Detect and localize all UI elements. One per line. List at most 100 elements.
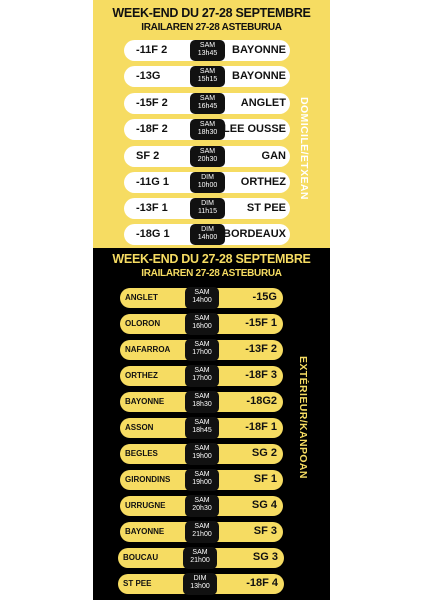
match-time: 17h00 — [192, 375, 212, 382]
match-category: -18G2 — [246, 395, 277, 407]
match-opponent: BOUCAU — [123, 553, 159, 562]
match-opponent: URRUGNE — [125, 501, 166, 510]
match-category: -15F 2 — [136, 97, 168, 109]
match-category: -13G — [136, 70, 161, 82]
match-time: 17h00 — [192, 349, 212, 356]
match-opponent: GAN — [261, 150, 286, 162]
match-time: 20h30 — [197, 156, 218, 163]
match-day: DIM — [201, 200, 214, 207]
match-time: 18h30 — [192, 401, 212, 408]
match-day: SAM — [199, 68, 216, 75]
match-opponent: ST PEE — [246, 202, 286, 214]
match-category: -18G 1 — [136, 228, 170, 240]
match-category: -11G 1 — [136, 176, 170, 188]
match-category: -15G — [252, 291, 277, 303]
home-subtitle: IRAILAREN 27-28 ASTEBURUA — [141, 22, 282, 33]
match-category: SG 4 — [251, 499, 277, 511]
match-time: 20h30 — [192, 505, 212, 512]
match-opponent: BORDEAUX — [223, 228, 286, 240]
match-category: SG 3 — [252, 551, 278, 563]
match-category: -18F 2 — [136, 123, 168, 135]
match-opponent: BAYONNE — [232, 70, 286, 82]
match-time: 13h45 — [197, 50, 218, 57]
match-category: -15F 1 — [245, 317, 277, 329]
match-time: 10h00 — [197, 182, 218, 189]
match-day: SAM — [199, 95, 216, 102]
match-category: -18F 4 — [246, 577, 278, 589]
match-day: DIM — [193, 575, 207, 582]
match-opponent: BEGLES — [125, 449, 158, 458]
match-day: SAM — [194, 367, 210, 374]
match-opponent: NAFARROA — [125, 345, 171, 354]
match-day: SAM — [194, 419, 210, 426]
match-day: SAM — [194, 523, 210, 530]
match-opponent: ANGLET — [240, 97, 286, 109]
match-category: -13F 2 — [245, 343, 277, 355]
match-time: 21h00 — [190, 557, 210, 564]
match-category: -18F 1 — [245, 421, 277, 433]
match-day: SAM — [194, 471, 210, 478]
home-side-label: DOMICILE/ETXEAN — [298, 97, 310, 200]
match-opponent: ORTHEZ — [125, 371, 158, 380]
match-opponent: OLORON — [125, 319, 161, 328]
match-category: SG 2 — [251, 447, 277, 459]
match-category: -11F 2 — [136, 44, 168, 56]
match-opponent: ST PEE — [123, 579, 152, 588]
match-opponent: GIRONDINS — [125, 475, 171, 484]
match-opponent: LEE OUSSE — [223, 123, 286, 135]
away-subtitle: IRAILAREN 27-28 ASTEBURUA — [141, 268, 282, 279]
match-time: 13h00 — [190, 583, 210, 590]
match-day: SAM — [194, 393, 210, 400]
match-time: 14h00 — [197, 234, 218, 241]
match-category: -13F 1 — [136, 202, 168, 214]
match-day: SAM — [199, 121, 216, 128]
match-category: -18F 3 — [245, 369, 277, 381]
match-day: SAM — [194, 497, 210, 504]
away-side-label: EXTÉRIEUR/KANPOAN — [297, 356, 309, 479]
match-time: 16h45 — [197, 103, 218, 110]
match-category: SF 1 — [253, 473, 277, 485]
match-day: DIM — [201, 174, 214, 181]
match-opponent: BAYONNE — [125, 527, 165, 536]
match-day: SAM — [194, 289, 210, 296]
match-day: SAM — [199, 42, 216, 49]
match-category: SF 2 — [136, 150, 160, 162]
match-time: 19h00 — [192, 453, 212, 460]
away-title: WEEK-END DU 27-28 SEPTEMBRE — [112, 252, 311, 266]
match-day: SAM — [194, 445, 210, 452]
home-title: WEEK-END DU 27-28 SEPTEMBRE — [112, 6, 311, 20]
